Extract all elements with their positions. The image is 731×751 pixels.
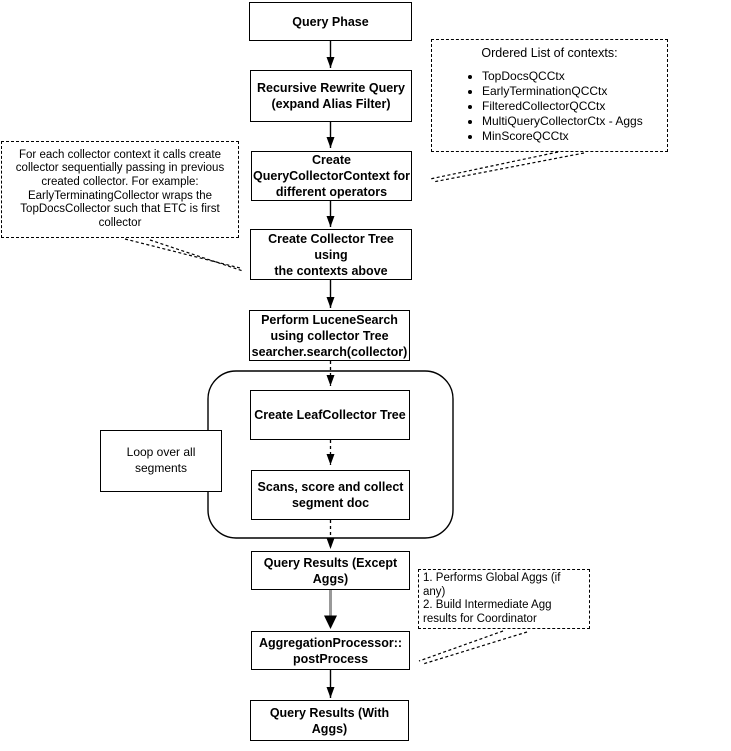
context-item: MultiQueryCollectorCtx - Aggs (482, 114, 661, 129)
context-item: TopDocsQCCtx (482, 69, 661, 84)
node-scans-score-collect: Scans, score and collect segment doc (251, 470, 410, 520)
callout-tail-collector-note (124, 238, 244, 272)
node-create-collector-tree: Create Collector Tree using the contexts… (250, 229, 412, 280)
node-create-leaf-collector-tree: Create LeafCollector Tree (250, 390, 410, 440)
note-collector-creation: For each collector context it calls crea… (1, 141, 239, 238)
node-recursive-rewrite-query: Recursive Rewrite Query (expand Alias Fi… (250, 70, 412, 122)
node-perform-lucene-search: Perform LuceneSearch using collector Tre… (249, 310, 410, 361)
node-query-phase: Query Phase (249, 2, 412, 41)
node-create-query-collector-context: Create QueryCollectorContext for differe… (251, 151, 412, 201)
node-query-results-except-aggs: Query Results (Except Aggs) (251, 551, 410, 590)
note-ordered-contexts: Ordered List of contexts: TopDocsQCCtx E… (431, 39, 668, 152)
context-item: EarlyTerminationQCCtx (482, 84, 661, 99)
note-post-process: 1. Performs Global Aggs (if any) 2. Buil… (418, 569, 590, 629)
node-query-results-with-aggs: Query Results (With Aggs) (250, 700, 409, 741)
context-list: TopDocsQCCtx EarlyTerminationQCCtx Filte… (438, 69, 661, 144)
note-ordered-contexts-title: Ordered List of contexts: (481, 46, 618, 60)
callout-tail-postprocess-note (418, 630, 528, 665)
node-loop-over-segments: Loop over all segments (100, 430, 222, 492)
context-item: MinScoreQCCtx (482, 129, 661, 144)
callout-tail-contexts-note (429, 151, 585, 183)
arrow-resultsexcept-to-aggprocessor-head (324, 615, 337, 629)
context-item: FilteredCollectorQCCtx (482, 99, 661, 114)
node-aggregation-processor: AggregationProcessor:: postProcess (251, 631, 410, 670)
